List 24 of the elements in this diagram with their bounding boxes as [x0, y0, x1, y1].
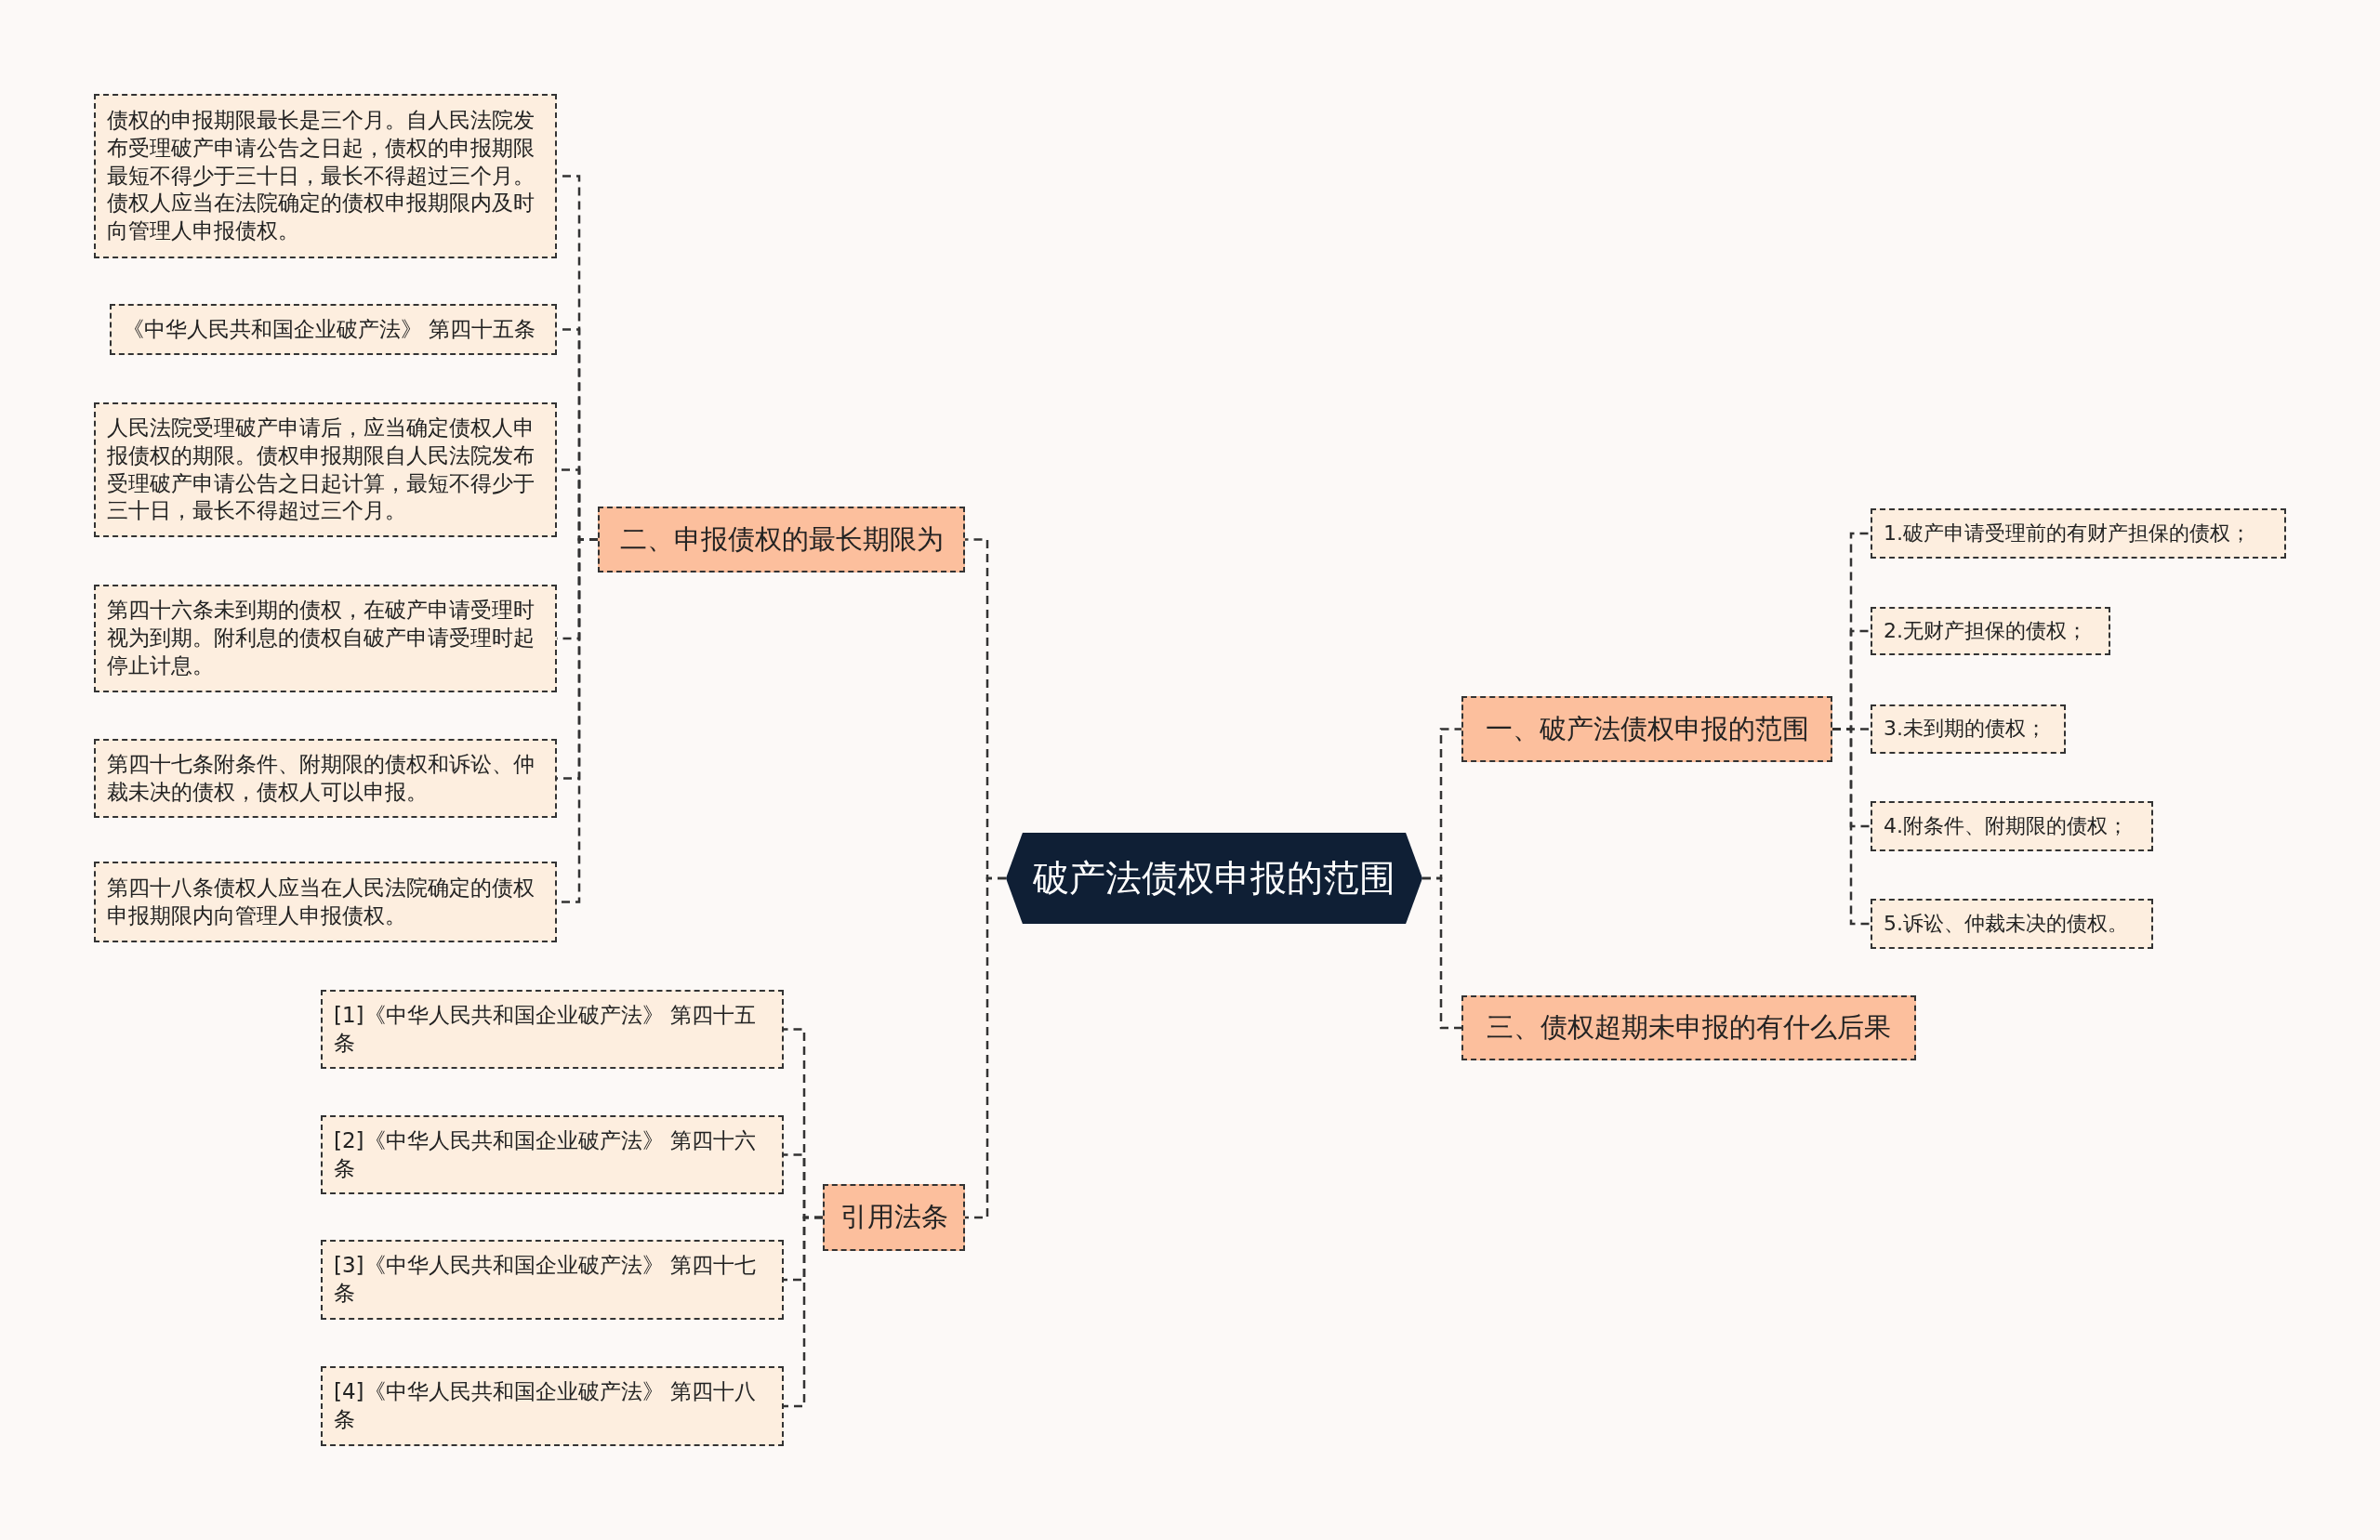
subtopic-box: 《中华人民共和国企业破产法》 第四十五条	[110, 304, 557, 355]
subtopic-box: 5.诉讼、仲裁未决的债权。	[1871, 899, 2153, 949]
connector-line	[784, 1216, 823, 1408]
subtopic-box: 人民法院受理破产申请后，应当确定债权人申报债权的期限。债权申报期限自人民法院发布受理破产申请公告之日起计算，最短不得少于三十日，最长不得超过三个月。	[94, 402, 557, 537]
subtopic-box: [3]《中华人民共和国企业破产法》 第四十七条	[321, 1240, 784, 1320]
subtopic-box: 1.破产申请受理前的有财产担保的债权；	[1871, 508, 2286, 559]
branch-topic: 二、申报债权的最长期限为	[598, 507, 965, 573]
connector-line	[1832, 728, 1871, 926]
subtopic-box: 2.无财产担保的债权；	[1871, 607, 2110, 655]
branch-topic: 一、破产法债权申报的范围	[1461, 696, 1832, 762]
subtopic-box: [1]《中华人民共和国企业破产法》 第四十五条	[321, 990, 784, 1069]
central-topic: 破产法债权申报的范围	[1006, 833, 1422, 924]
branch-topic: 引用法条	[823, 1184, 965, 1251]
subtopic-box: 4.附条件、附期限的债权；	[1871, 801, 2153, 851]
subtopic-box: 债权的申报期限最长是三个月。自人民法院发布受理破产申请公告之日起，债权的申报期限最短不得少于三十日，最长不得超过三个月。债权人应当在法院确定的债权申报期限内及时向管理人申报债权。	[94, 94, 557, 258]
subtopic-box: 第四十六条未到期的债权，在破产申请受理时视为到期。附利息的债权自破产申请受理时起停止计息。	[94, 585, 557, 692]
subtopic-box: 第四十八条债权人应当在人民法院确定的债权申报期限内向管理人申报债权。	[94, 862, 557, 942]
subtopic-box: 第四十七条附条件、附期限的债权和诉讼、仲裁未决的债权，债权人可以申报。	[94, 739, 557, 818]
subtopic-box: [4]《中华人民共和国企业破产法》 第四十八条	[321, 1366, 784, 1446]
subtopic-box: [2]《中华人民共和国企业破产法》 第四十六条	[321, 1115, 784, 1194]
connector-line	[1422, 876, 1461, 1030]
branch-topic: 三、债权超期未申报的有什么后果	[1461, 995, 1916, 1060]
connector-line	[965, 876, 1006, 1219]
subtopic-box: 3.未到期的债权；	[1871, 704, 2066, 754]
